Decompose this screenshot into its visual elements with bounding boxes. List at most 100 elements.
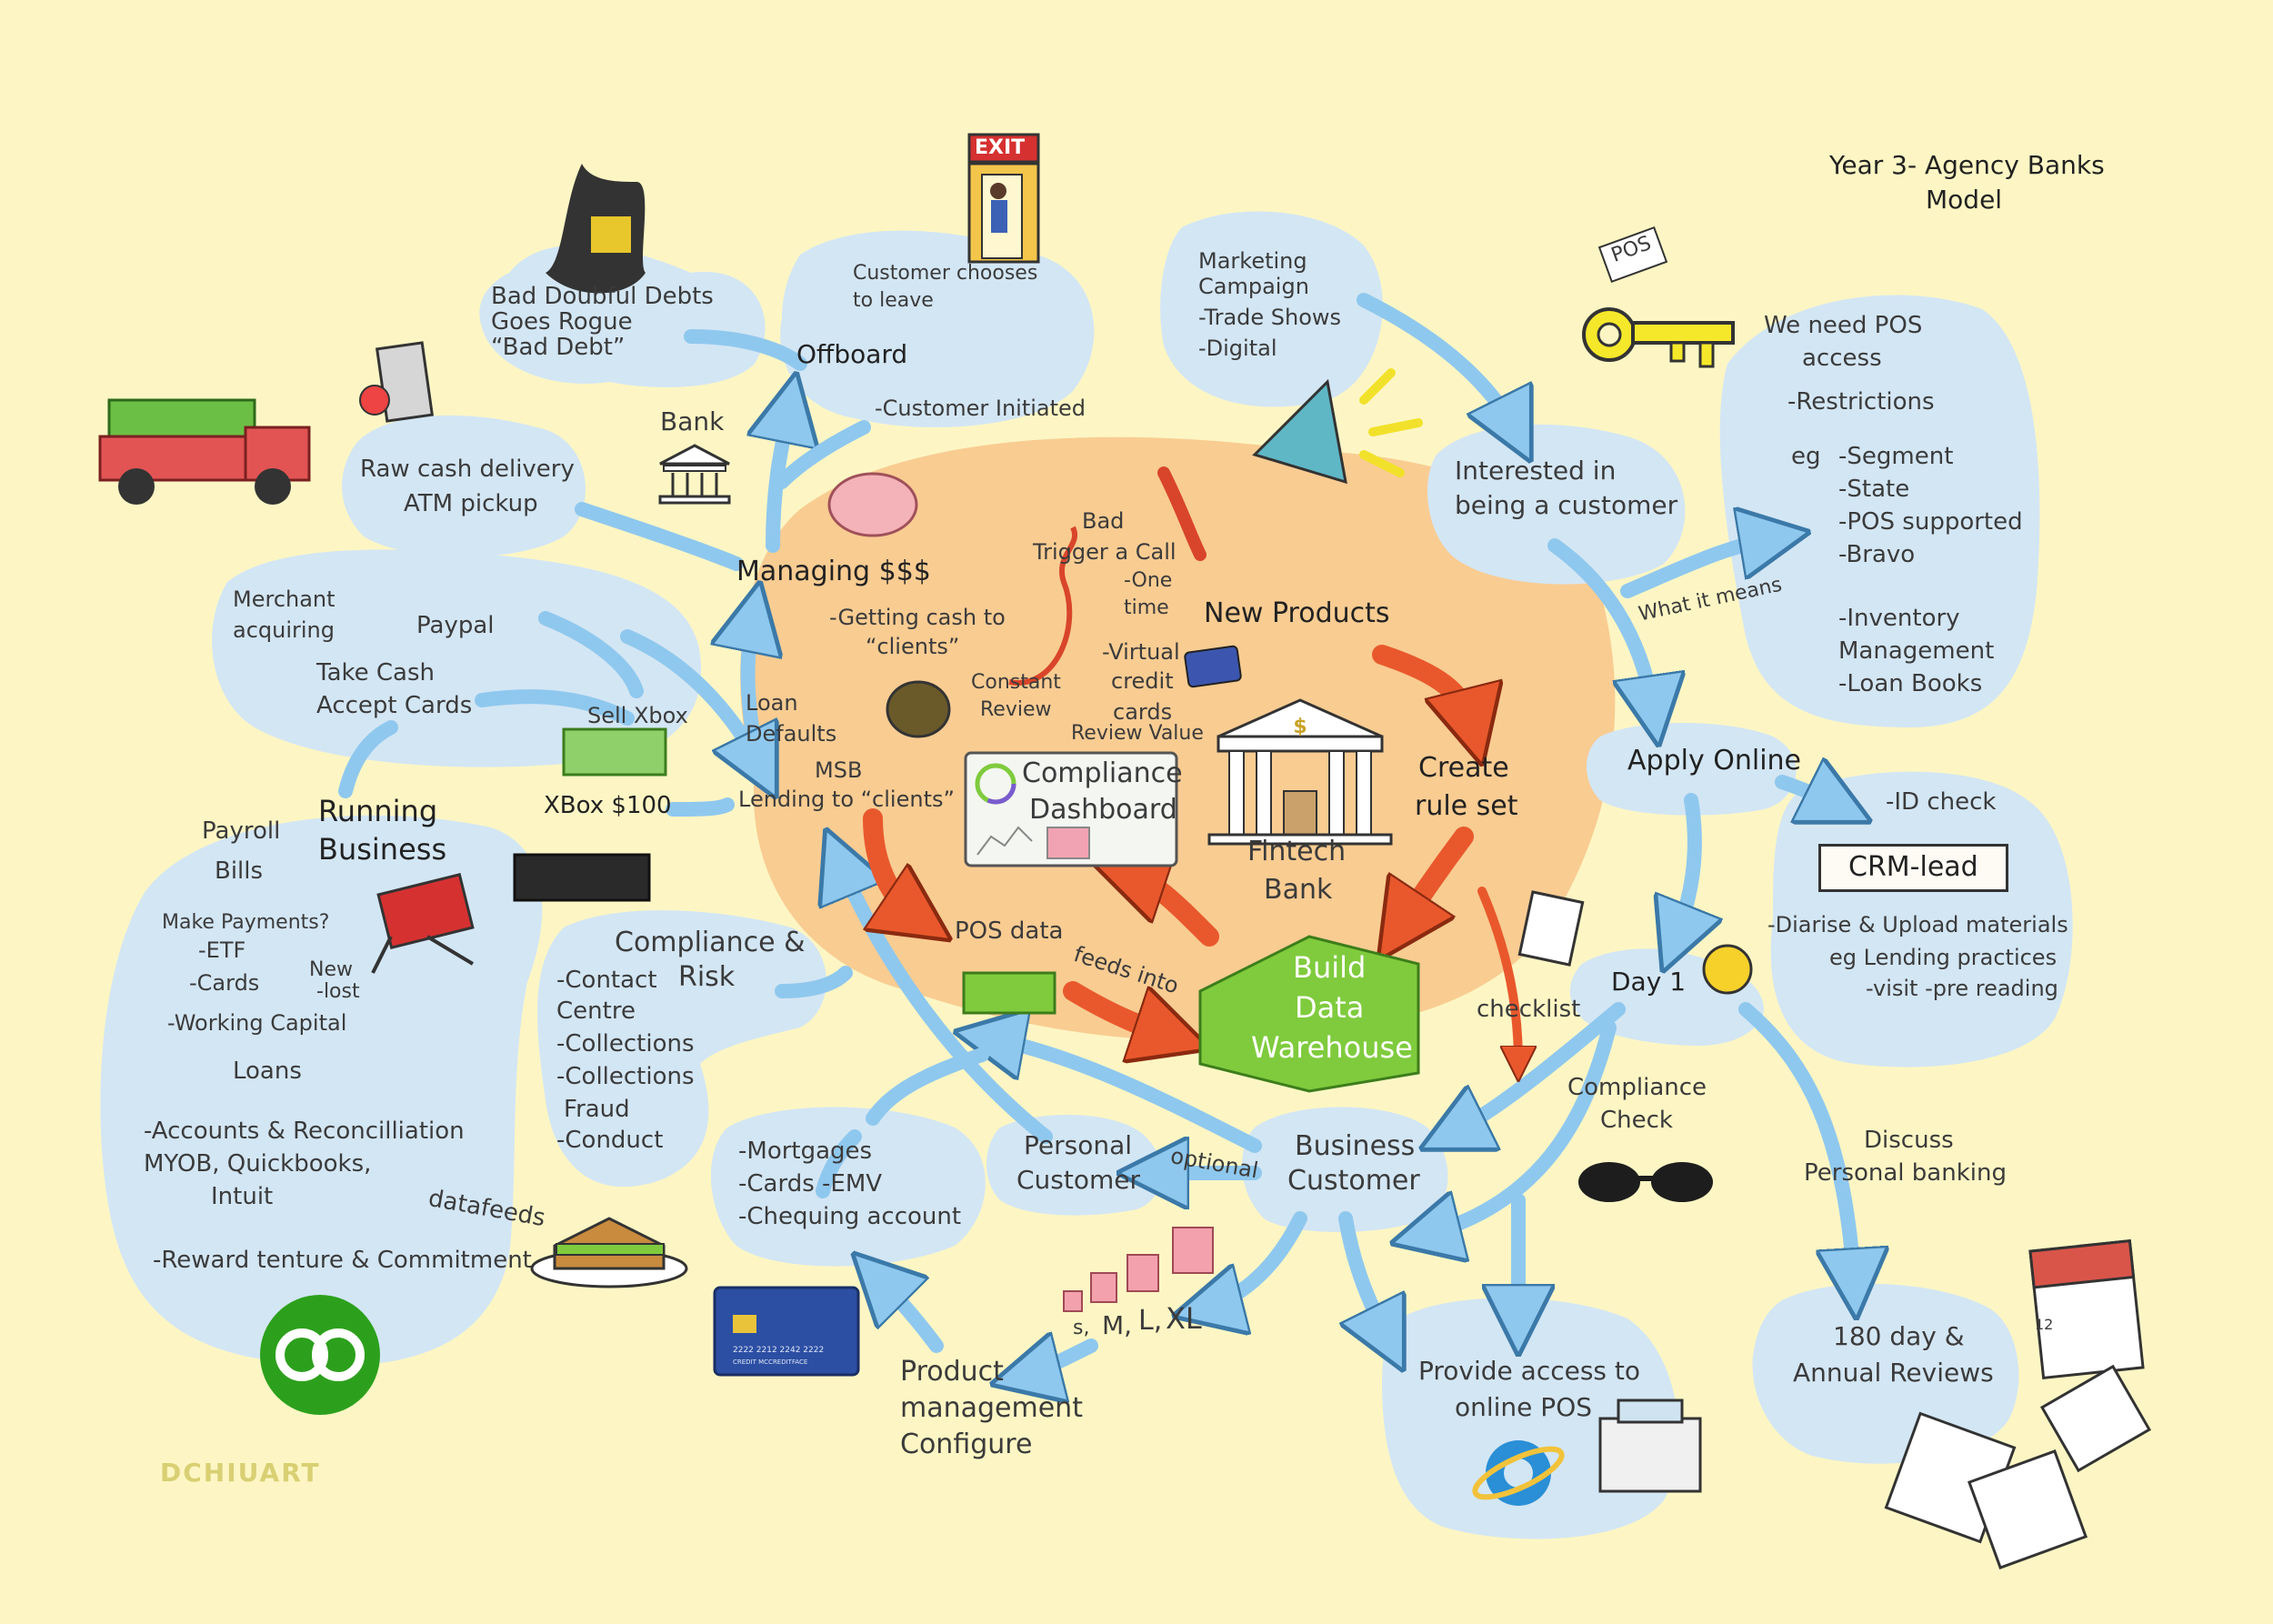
new-label: New bbox=[309, 958, 353, 981]
diarise-line3: -visit -pre reading bbox=[1866, 976, 2058, 1001]
product-chequing: -Chequing account bbox=[738, 1203, 962, 1230]
running-line1: Running bbox=[318, 794, 438, 828]
clipboard bbox=[1517, 890, 1585, 967]
sunglasses bbox=[1578, 1162, 1713, 1202]
eg-label: eg bbox=[1791, 443, 1821, 470]
bad-trigger-line1: Bad bbox=[1082, 508, 1125, 534]
warehouse-line3: Warehouse bbox=[1251, 1030, 1413, 1065]
megaphone-rays bbox=[1359, 368, 1423, 477]
pos-tag bbox=[1597, 226, 1668, 284]
artist-watermark: DCHIUART bbox=[160, 1458, 321, 1488]
bad-trigger-line2: Trigger a Call bbox=[1033, 539, 1177, 565]
arrow-marketing bbox=[1357, 293, 1518, 436]
arrow-take-cash bbox=[475, 689, 635, 726]
take-cash-line2: Accept Cards bbox=[316, 692, 473, 719]
warehouse-line2: Data bbox=[1295, 990, 1365, 1025]
loans: Loans bbox=[233, 1058, 302, 1085]
arrow-what-it-means bbox=[1620, 536, 1782, 598]
cloud-running-business bbox=[100, 815, 543, 1366]
red-arrow-rule-set bbox=[1400, 827, 1474, 927]
phone bbox=[1157, 466, 1207, 561]
accounts-line1: -Accounts & Reconcilliation bbox=[144, 1118, 465, 1145]
sell-xbox: Sell Xbox bbox=[587, 703, 688, 728]
fintech-line1: Fintech bbox=[1247, 836, 1347, 867]
msb-line1: MSB bbox=[815, 757, 863, 783]
personal-line1: Personal bbox=[1024, 1130, 1133, 1160]
cloud-customer-leave bbox=[780, 230, 1095, 427]
product-mortgages: -Mortgages bbox=[738, 1138, 873, 1165]
day1: Day 1 bbox=[1611, 967, 1687, 997]
fintech-line2: Bank bbox=[1264, 874, 1333, 906]
diarise-line1: -Diarise & Upload materials bbox=[1767, 912, 2068, 937]
size-l: L, bbox=[1138, 1305, 1163, 1337]
product-mgmt-line1: Product bbox=[900, 1356, 1004, 1388]
arrow-customer-initiated bbox=[775, 420, 871, 489]
arrow-managing-offboard bbox=[773, 400, 791, 553]
take-cash-line1: Take Cash bbox=[316, 659, 436, 687]
personal-line2: Customer bbox=[1016, 1165, 1141, 1195]
provide-access-line2: online POS bbox=[1455, 1392, 1593, 1422]
browser-logo bbox=[1472, 1440, 1565, 1506]
svg-text:$: $ bbox=[1293, 716, 1307, 738]
customer-leave-line2: to leave bbox=[853, 289, 934, 312]
compliance-check-line1: Compliance bbox=[1567, 1074, 1707, 1101]
arrow-day1-discuss bbox=[1738, 1002, 1855, 1291]
red-arrow-feeds-into bbox=[1063, 981, 1173, 1037]
dashboard-line2: Dashboard bbox=[1029, 794, 1177, 826]
make-payments: Make Payments? bbox=[162, 911, 330, 934]
bad-trigger-line3: -One bbox=[1124, 569, 1173, 592]
bank-icon bbox=[658, 444, 731, 505]
dashboard-line1: Compliance bbox=[1022, 757, 1183, 789]
sun bbox=[1702, 944, 1753, 995]
title-line2: Model bbox=[1926, 185, 2003, 215]
arrow-xbox-price bbox=[666, 797, 735, 817]
cards: -Cards bbox=[189, 970, 260, 996]
getting-cash-line2: “clients” bbox=[866, 634, 960, 659]
review-value: Review Value bbox=[1071, 722, 1204, 745]
arrow-running-merchant bbox=[338, 720, 398, 798]
card-number: 2222 2212 2242 2222 bbox=[733, 1346, 825, 1355]
warehouse-block bbox=[962, 935, 1420, 1093]
product-mgmt-line3: Configure bbox=[900, 1429, 1033, 1460]
pos-item-state: -State bbox=[1838, 476, 1910, 503]
crm-lead-box: CRM-lead bbox=[1818, 844, 2008, 892]
title-line1: Year 3- Agency Banks bbox=[1829, 150, 2105, 180]
arrow-compliance-lending bbox=[775, 966, 853, 998]
risk-item-3: -Collections bbox=[556, 1030, 695, 1058]
size-s: s, bbox=[1073, 1317, 1090, 1339]
arrow-raw-cash bbox=[575, 502, 744, 571]
offboard-label: Offboard bbox=[796, 339, 908, 369]
xbox-console bbox=[513, 853, 651, 902]
provide-access-line1: Provide access to bbox=[1418, 1356, 1641, 1386]
arrow-compliance-check bbox=[1418, 1020, 1617, 1237]
bad-debts-line3: “Bad Debt” bbox=[491, 334, 626, 361]
cash-register bbox=[1598, 1398, 1702, 1493]
cash-truck bbox=[98, 398, 311, 505]
atm-machine bbox=[359, 341, 435, 423]
bad-debts-line2: Goes Rogue bbox=[491, 308, 633, 336]
card-name: CREDIT MCCREDITFACE bbox=[733, 1358, 808, 1366]
pos-key bbox=[1582, 307, 1735, 368]
risk-item-1: -Contact bbox=[556, 967, 657, 994]
discuss-line2: Personal banking bbox=[1804, 1159, 2007, 1187]
piggy-bank bbox=[827, 472, 918, 537]
risk-item-2: Centre bbox=[556, 997, 636, 1025]
cloud-compliance-risk bbox=[537, 910, 826, 1188]
bad-debts-line1: Bad Doubful Debts bbox=[491, 283, 714, 310]
etf: -ETF bbox=[198, 937, 246, 963]
pos-item-supported: -POS supported bbox=[1838, 508, 2023, 536]
constant-review-line2: Review bbox=[980, 698, 1052, 721]
lost-label: -lost bbox=[316, 980, 360, 1003]
risk-item-5: Fraud bbox=[564, 1096, 630, 1123]
working-capital: -Working Capital bbox=[167, 1010, 347, 1036]
marketing-line2: Campaign bbox=[1198, 274, 1309, 299]
red-arrow-warehouse-dashboard bbox=[1127, 873, 1219, 947]
credit-card bbox=[713, 1286, 860, 1377]
fintech-bank-building: $ bbox=[1207, 698, 1393, 846]
marketing-line3: -Trade Shows bbox=[1198, 305, 1342, 330]
pos-item-segment: -Segment bbox=[1838, 443, 1954, 470]
inventory-line2: Management bbox=[1838, 637, 1995, 665]
arrow-bad-debts-offboard bbox=[684, 329, 807, 371]
calendar-day: 12 bbox=[2035, 1316, 2054, 1333]
